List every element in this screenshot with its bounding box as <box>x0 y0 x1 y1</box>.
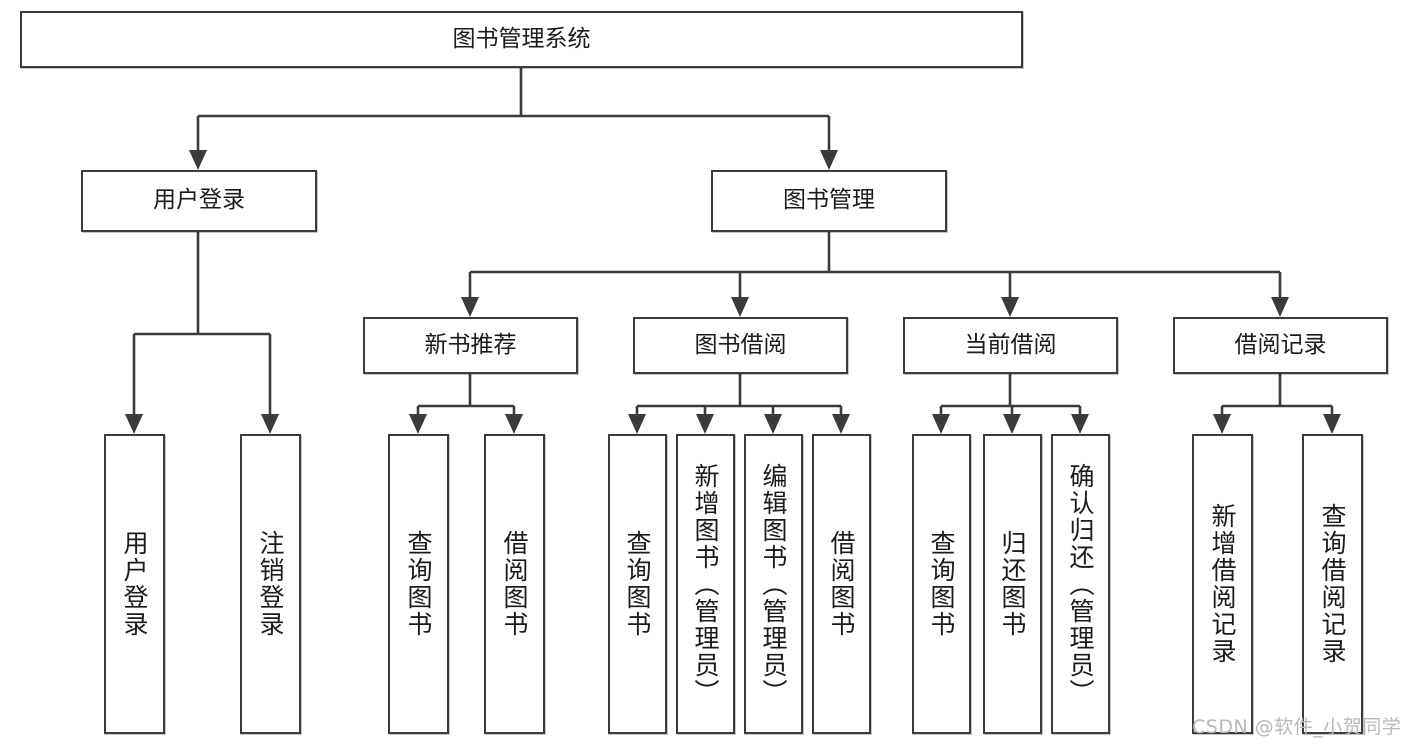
arrowhead-icon <box>1003 414 1021 434</box>
arrowhead-icon <box>189 150 207 170</box>
node-leaf-logout[interactable]: 注销登录 <box>240 434 301 734</box>
node-label: 查询借阅记录 <box>1318 503 1347 665</box>
arrowhead-icon <box>1213 414 1231 434</box>
node-leaf-query-record[interactable]: 查询借阅记录 <box>1302 434 1363 734</box>
arrowhead-icon <box>261 414 279 434</box>
node-book-manage[interactable]: 图书管理 <box>711 170 947 232</box>
node-leaf-confirm-return[interactable]: 确认归还（管理员） <box>1051 434 1110 734</box>
arrowhead-icon <box>820 150 838 170</box>
node-leaf-edit-book[interactable]: 编辑图书（管理员） <box>744 434 803 734</box>
root-node[interactable]: 图书管理系统 <box>20 11 1023 68</box>
node-label: 图书管理 <box>783 187 875 214</box>
node-new-book-rec[interactable]: 新书推荐 <box>363 317 578 374</box>
node-leaf-query-book-1[interactable]: 查询图书 <box>388 434 449 734</box>
node-label: 新增借阅记录 <box>1208 503 1237 665</box>
arrowhead-icon <box>1271 297 1289 317</box>
node-leaf-return-book[interactable]: 归还图书 <box>983 434 1042 734</box>
node-label: 图书管理系统 <box>452 25 591 52</box>
node-leaf-add-book[interactable]: 新增图书（管理员） <box>676 434 735 734</box>
node-label: 借阅图书 <box>500 530 529 638</box>
node-leaf-user-login[interactable]: 用户登录 <box>104 434 165 734</box>
arrowhead-icon <box>1071 414 1089 434</box>
node-label: 借阅记录 <box>1234 331 1327 358</box>
arrowhead-icon <box>696 414 714 434</box>
node-label: 新书推荐 <box>424 331 517 358</box>
node-label: 查询图书 <box>404 530 433 638</box>
node-leaf-add-record[interactable]: 新增借阅记录 <box>1192 434 1253 734</box>
arrowhead-icon <box>628 414 646 434</box>
node-leaf-query-book-3[interactable]: 查询图书 <box>912 434 971 734</box>
node-label: 归还图书 <box>998 530 1027 638</box>
node-label: 用户登录 <box>153 187 245 214</box>
arrowhead-icon <box>1001 297 1019 317</box>
arrowhead-icon <box>409 414 427 434</box>
node-leaf-borrow-book-2[interactable]: 借阅图书 <box>812 434 871 734</box>
arrowhead-icon <box>1323 414 1341 434</box>
node-label: 当前借阅 <box>964 331 1057 358</box>
arrowhead-icon <box>764 414 782 434</box>
node-borrow-record[interactable]: 借阅记录 <box>1173 317 1388 374</box>
arrowhead-icon <box>505 414 523 434</box>
node-label: 查询图书 <box>927 530 956 638</box>
arrowhead-icon <box>125 414 143 434</box>
node-label: 用户登录 <box>120 530 149 638</box>
node-user-login[interactable]: 用户登录 <box>81 170 317 232</box>
arrowhead-icon <box>832 414 850 434</box>
node-label: 借阅图书 <box>827 530 856 638</box>
node-current-borrow[interactable]: 当前借阅 <box>903 317 1118 374</box>
node-leaf-query-book-2[interactable]: 查询图书 <box>608 434 667 734</box>
watermark-text: CSDN @软件_小贺同学 <box>1192 716 1402 738</box>
node-label: 编辑图书（管理员） <box>759 462 788 706</box>
node-label: 新增图书（管理员） <box>691 462 720 706</box>
node-label: 注销登录 <box>256 530 285 638</box>
node-label: 图书借阅 <box>694 331 787 358</box>
arrowhead-icon <box>932 414 950 434</box>
node-label: 确认归还（管理员） <box>1066 462 1095 706</box>
node-label: 查询图书 <box>623 530 652 638</box>
node-leaf-borrow-book-1[interactable]: 借阅图书 <box>484 434 545 734</box>
arrowhead-icon <box>731 297 749 317</box>
arrowhead-icon <box>461 297 479 317</box>
node-book-borrow[interactable]: 图书借阅 <box>633 317 848 374</box>
